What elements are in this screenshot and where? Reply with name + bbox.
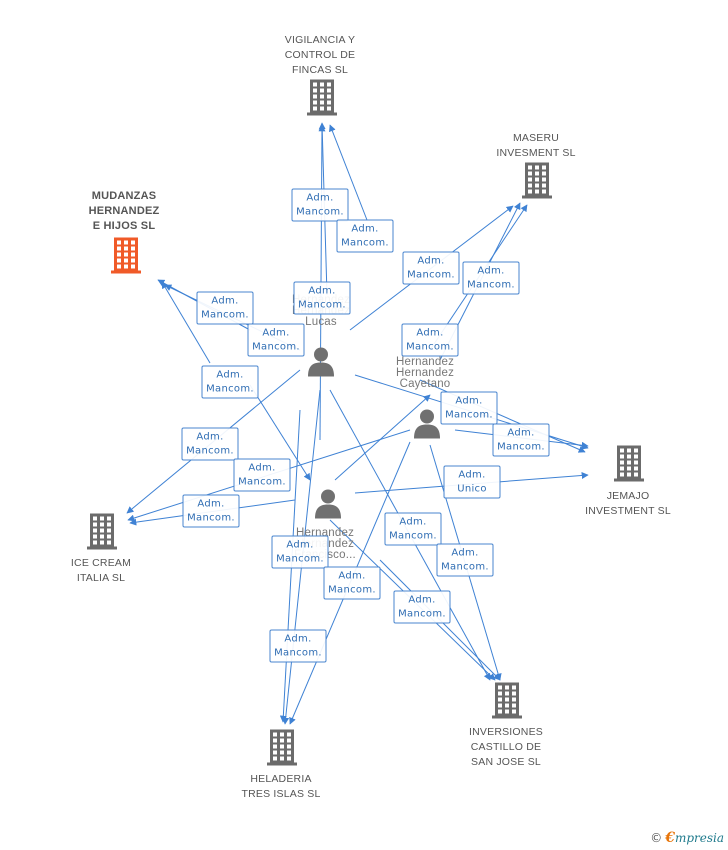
role-label-13[interactable]: Adm. Mancom. bbox=[182, 494, 240, 528]
heladeria-building-icon[interactable] bbox=[267, 729, 297, 771]
francisco-person-icon[interactable] bbox=[314, 489, 342, 524]
role-label-line2: Mancom. bbox=[445, 409, 493, 421]
role-label-line2: Mancom. bbox=[467, 279, 515, 291]
company-label-maseru[interactable]: MASERU INVESMENT SL bbox=[496, 132, 576, 159]
role-label-line2: Mancom. bbox=[296, 206, 344, 218]
role-label-18[interactable]: Adm. Mancom. bbox=[436, 543, 494, 577]
role-label-line1: Adm. bbox=[262, 327, 290, 339]
edge-arrow-6 bbox=[161, 281, 211, 364]
company-label-mudanzas[interactable]: MUDANZAS HERNANDEZ E HIJOS SL bbox=[88, 190, 160, 232]
role-label-line2: Mancom. bbox=[274, 647, 322, 659]
role-label-line2: Mancom. bbox=[187, 512, 235, 524]
role-label-9[interactable]: Adm. Mancom. bbox=[440, 391, 498, 425]
role-label-line1: Adm. bbox=[196, 431, 224, 443]
role-label-line1: Adm. bbox=[408, 594, 436, 606]
role-label-line1: Adm. bbox=[399, 516, 427, 528]
brand-name: mpresia bbox=[674, 831, 724, 845]
jemajo-building-icon[interactable] bbox=[614, 445, 644, 487]
lucas-person-icon[interactable] bbox=[307, 347, 335, 382]
role-label-line2: Mancom. bbox=[398, 608, 446, 620]
edge-arrow-23 bbox=[249, 384, 311, 481]
role-label-line1: Adm. bbox=[477, 265, 505, 277]
role-label-line1: Adm. bbox=[306, 192, 334, 204]
empresia-logo: ©€mpresia bbox=[650, 830, 724, 846]
role-label-line1: Adm. bbox=[507, 427, 535, 439]
role-label-line2: Mancom. bbox=[298, 299, 346, 311]
role-label-11[interactable]: Adm. Mancom. bbox=[181, 427, 239, 461]
role-label-line2: Mancom. bbox=[252, 341, 300, 353]
role-label-line1: Adm. bbox=[284, 633, 312, 645]
role-label-line2: Mancom. bbox=[206, 383, 254, 395]
role-label-line2: Mancom. bbox=[406, 341, 454, 353]
role-label-17[interactable]: Adm. Mancom. bbox=[384, 512, 442, 546]
role-label-line2: Mancom. bbox=[441, 561, 489, 573]
role-label-line2: Mancom. bbox=[389, 530, 437, 542]
role-label-1[interactable]: Adm. Mancom. bbox=[336, 219, 394, 253]
company-label-vigilancia[interactable]: VIGILANCIA Y CONTROL DE FINCAS SL bbox=[284, 34, 356, 76]
brand-e: € bbox=[665, 830, 675, 846]
role-label-2[interactable]: Adm. Mancom. bbox=[293, 281, 351, 315]
role-label-line1: Adm. bbox=[216, 369, 244, 381]
role-label-line1: Adm. bbox=[417, 255, 445, 267]
role-label-line2: Mancom. bbox=[186, 445, 234, 457]
inversiones-building-icon[interactable] bbox=[492, 682, 522, 724]
role-label-6[interactable]: Adm. Mancom. bbox=[196, 291, 254, 325]
role-label-line1: Adm. bbox=[211, 295, 239, 307]
role-label-line1: Adm. bbox=[458, 469, 486, 481]
cayetano-person-icon[interactable] bbox=[413, 409, 441, 444]
maseru-building-icon[interactable] bbox=[522, 162, 552, 204]
role-label-line2: Mancom. bbox=[328, 584, 376, 596]
edge-arrow-24 bbox=[334, 394, 431, 481]
role-label-19[interactable]: Adm. Mancom. bbox=[393, 590, 451, 624]
copyright-symbol: © bbox=[650, 831, 663, 845]
role-label-8[interactable]: Adm. Mancom. bbox=[401, 323, 459, 357]
role-label-20[interactable]: Adm. Mancom. bbox=[269, 629, 327, 663]
edge-arrow-1 bbox=[329, 124, 368, 221]
role-label-line2: Mancom. bbox=[497, 441, 545, 453]
role-label-15[interactable]: Adm. Mancom. bbox=[271, 535, 329, 569]
role-label-line2: Mancom. bbox=[238, 476, 286, 488]
role-label-line1: Adm. bbox=[338, 570, 366, 582]
role-label-line2: Unico bbox=[457, 483, 487, 495]
role-label-line2: Mancom. bbox=[341, 237, 389, 249]
role-label-line1: Adm. bbox=[416, 327, 444, 339]
company-label-inversiones[interactable]: INVERSIONES CASTILLO DE SAN JOSE SL bbox=[469, 726, 543, 768]
role-label-10[interactable]: Adm. Mancom. bbox=[492, 423, 550, 457]
role-label-line2: Mancom. bbox=[407, 269, 455, 281]
person-label-cayetano[interactable]: Hernandez Hernandez Cayetano bbox=[395, 356, 455, 390]
role-label-4[interactable]: Adm. Mancom. bbox=[462, 261, 520, 295]
role-label-12[interactable]: Adm. Mancom. bbox=[233, 458, 291, 492]
company-label-icecream[interactable]: ICE CREAM ITALIA SL bbox=[70, 557, 132, 584]
icecream-building-icon[interactable] bbox=[87, 513, 117, 555]
company-label-jemajo[interactable]: JEMAJO INVESTMENT SL bbox=[585, 490, 671, 517]
role-label-0[interactable]: Adm. Mancom. bbox=[291, 188, 349, 222]
role-label-7[interactable]: Adm. Mancom. bbox=[201, 365, 259, 399]
role-label-line1: Adm. bbox=[197, 498, 225, 510]
role-label-5[interactable]: Adm. Mancom. bbox=[247, 323, 305, 357]
role-label-line1: Adm. bbox=[451, 547, 479, 559]
role-label-3[interactable]: Adm. Mancom. bbox=[402, 251, 460, 285]
role-label-line1: Adm. bbox=[455, 395, 483, 407]
mudanzas-building-icon[interactable] bbox=[111, 237, 141, 279]
role-label-line2: Mancom. bbox=[276, 553, 324, 565]
role-label-line1: Adm. bbox=[286, 539, 314, 551]
role-label-14[interactable]: Adm. Unico bbox=[443, 465, 501, 499]
vigilancia-building-icon[interactable] bbox=[307, 79, 337, 121]
role-label-line1: Adm. bbox=[248, 462, 276, 474]
role-label-16[interactable]: Adm. Mancom. bbox=[323, 566, 381, 600]
company-label-heladeria[interactable]: HELADERIA TRES ISLAS SL bbox=[241, 773, 321, 800]
role-label-line1: Adm. bbox=[308, 285, 336, 297]
role-label-line2: Mancom. bbox=[201, 309, 249, 321]
role-label-line1: Adm. bbox=[351, 223, 379, 235]
